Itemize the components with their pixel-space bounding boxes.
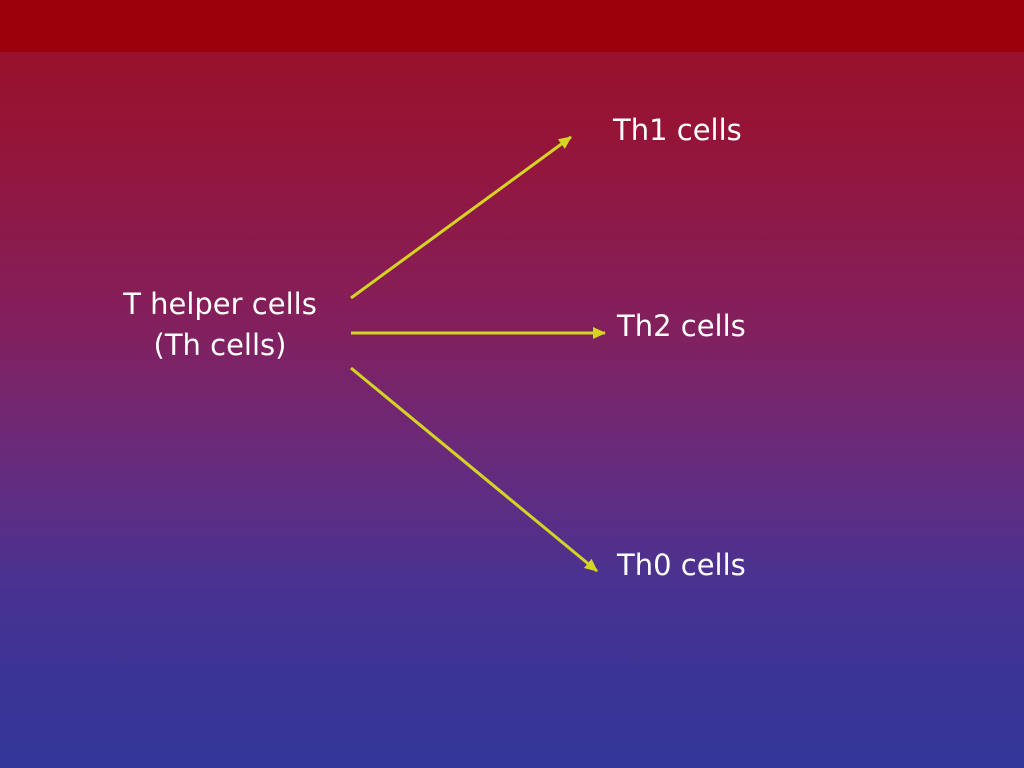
top-band	[0, 0, 1024, 52]
target-node-th2-cells: Th2 cells	[617, 309, 746, 343]
source-label-line1: T helper cells	[123, 287, 317, 321]
target-node-th0-cells: Th0 cells	[617, 548, 746, 582]
source-label-line2: (Th cells)	[153, 328, 287, 362]
arrow-to-th0	[350, 366, 598, 573]
source-node-t-helper-cells: T helper cells (Th cells)	[100, 284, 340, 366]
target-node-th1-cells: Th1 cells	[613, 113, 742, 147]
arrow-to-th1	[350, 135, 572, 300]
